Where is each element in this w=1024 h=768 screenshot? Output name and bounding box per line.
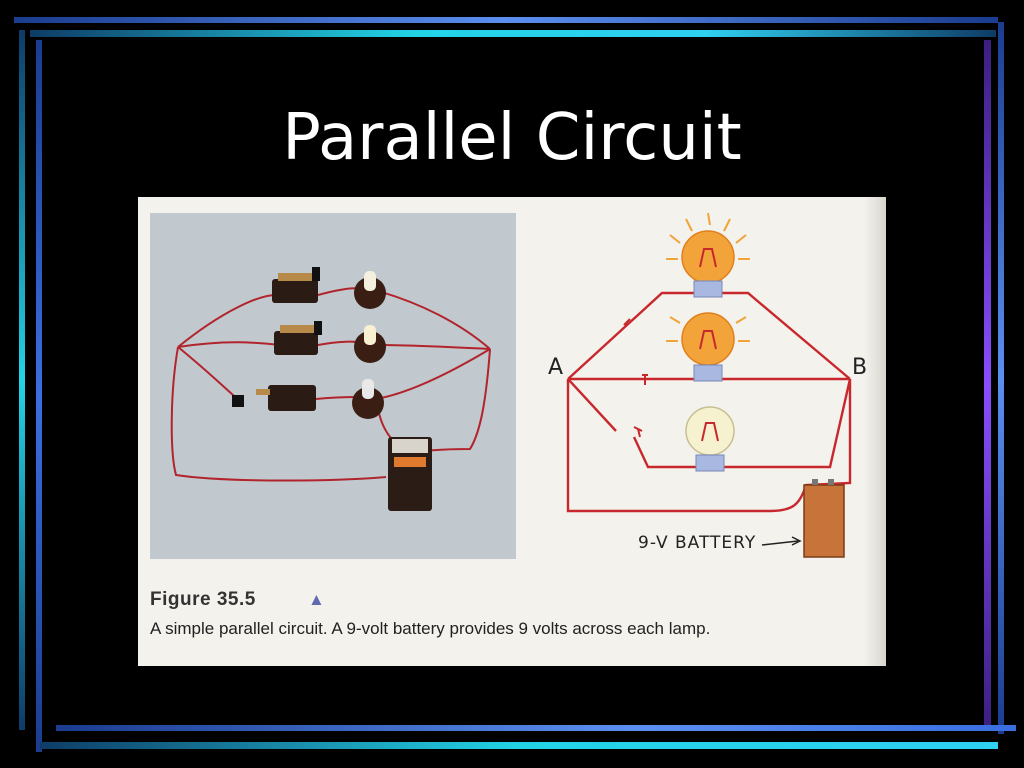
- switch-3: [232, 385, 316, 411]
- switch-2: [274, 321, 322, 355]
- circuit-diagram: A B 9-V BATTERY: [530, 205, 870, 573]
- circuit-photo-illustration: [170, 267, 491, 511]
- circuit-diagram-illustration: [566, 212, 852, 558]
- frame-bar-top-blue: [14, 17, 998, 23]
- slide-title: Parallel Circuit: [282, 101, 742, 175]
- frame-bar-top-cyan: [30, 30, 996, 37]
- frame-bar-bottom-blue: [56, 725, 1016, 731]
- figure-panel: A B 9-V BATTERY Figure 35.5 ▲ A simple p…: [138, 197, 886, 666]
- node-label-a: A: [548, 355, 564, 380]
- figure-caption-title: Figure 35.5: [150, 589, 256, 610]
- frame-bar-left-cyan: [19, 30, 25, 730]
- lamp-2: [354, 325, 386, 363]
- frame-bar-left-blue: [36, 40, 42, 752]
- frame-bar-right-purple: [984, 40, 991, 730]
- lamp-1: [354, 271, 386, 309]
- battery-photo: [388, 437, 432, 511]
- node-label-b: B: [852, 355, 868, 380]
- frame-bar-bottom-cyan: [40, 742, 998, 749]
- lamp-3: [352, 379, 384, 419]
- battery-drawing: [761, 479, 845, 558]
- figure-caption-text: A simple parallel circuit. A 9-volt batt…: [150, 619, 711, 638]
- frame-bar-right-blue: [998, 22, 1004, 734]
- page-edge-shadow: [864, 197, 886, 666]
- bulb-3: [685, 406, 735, 472]
- triangle-icon: ▲: [308, 590, 325, 609]
- bulb-1: [666, 212, 750, 298]
- switch-1: [272, 267, 320, 303]
- circuit-photo: [150, 213, 516, 559]
- battery-label: 9-V BATTERY: [638, 533, 757, 553]
- bulb-2: [666, 312, 750, 382]
